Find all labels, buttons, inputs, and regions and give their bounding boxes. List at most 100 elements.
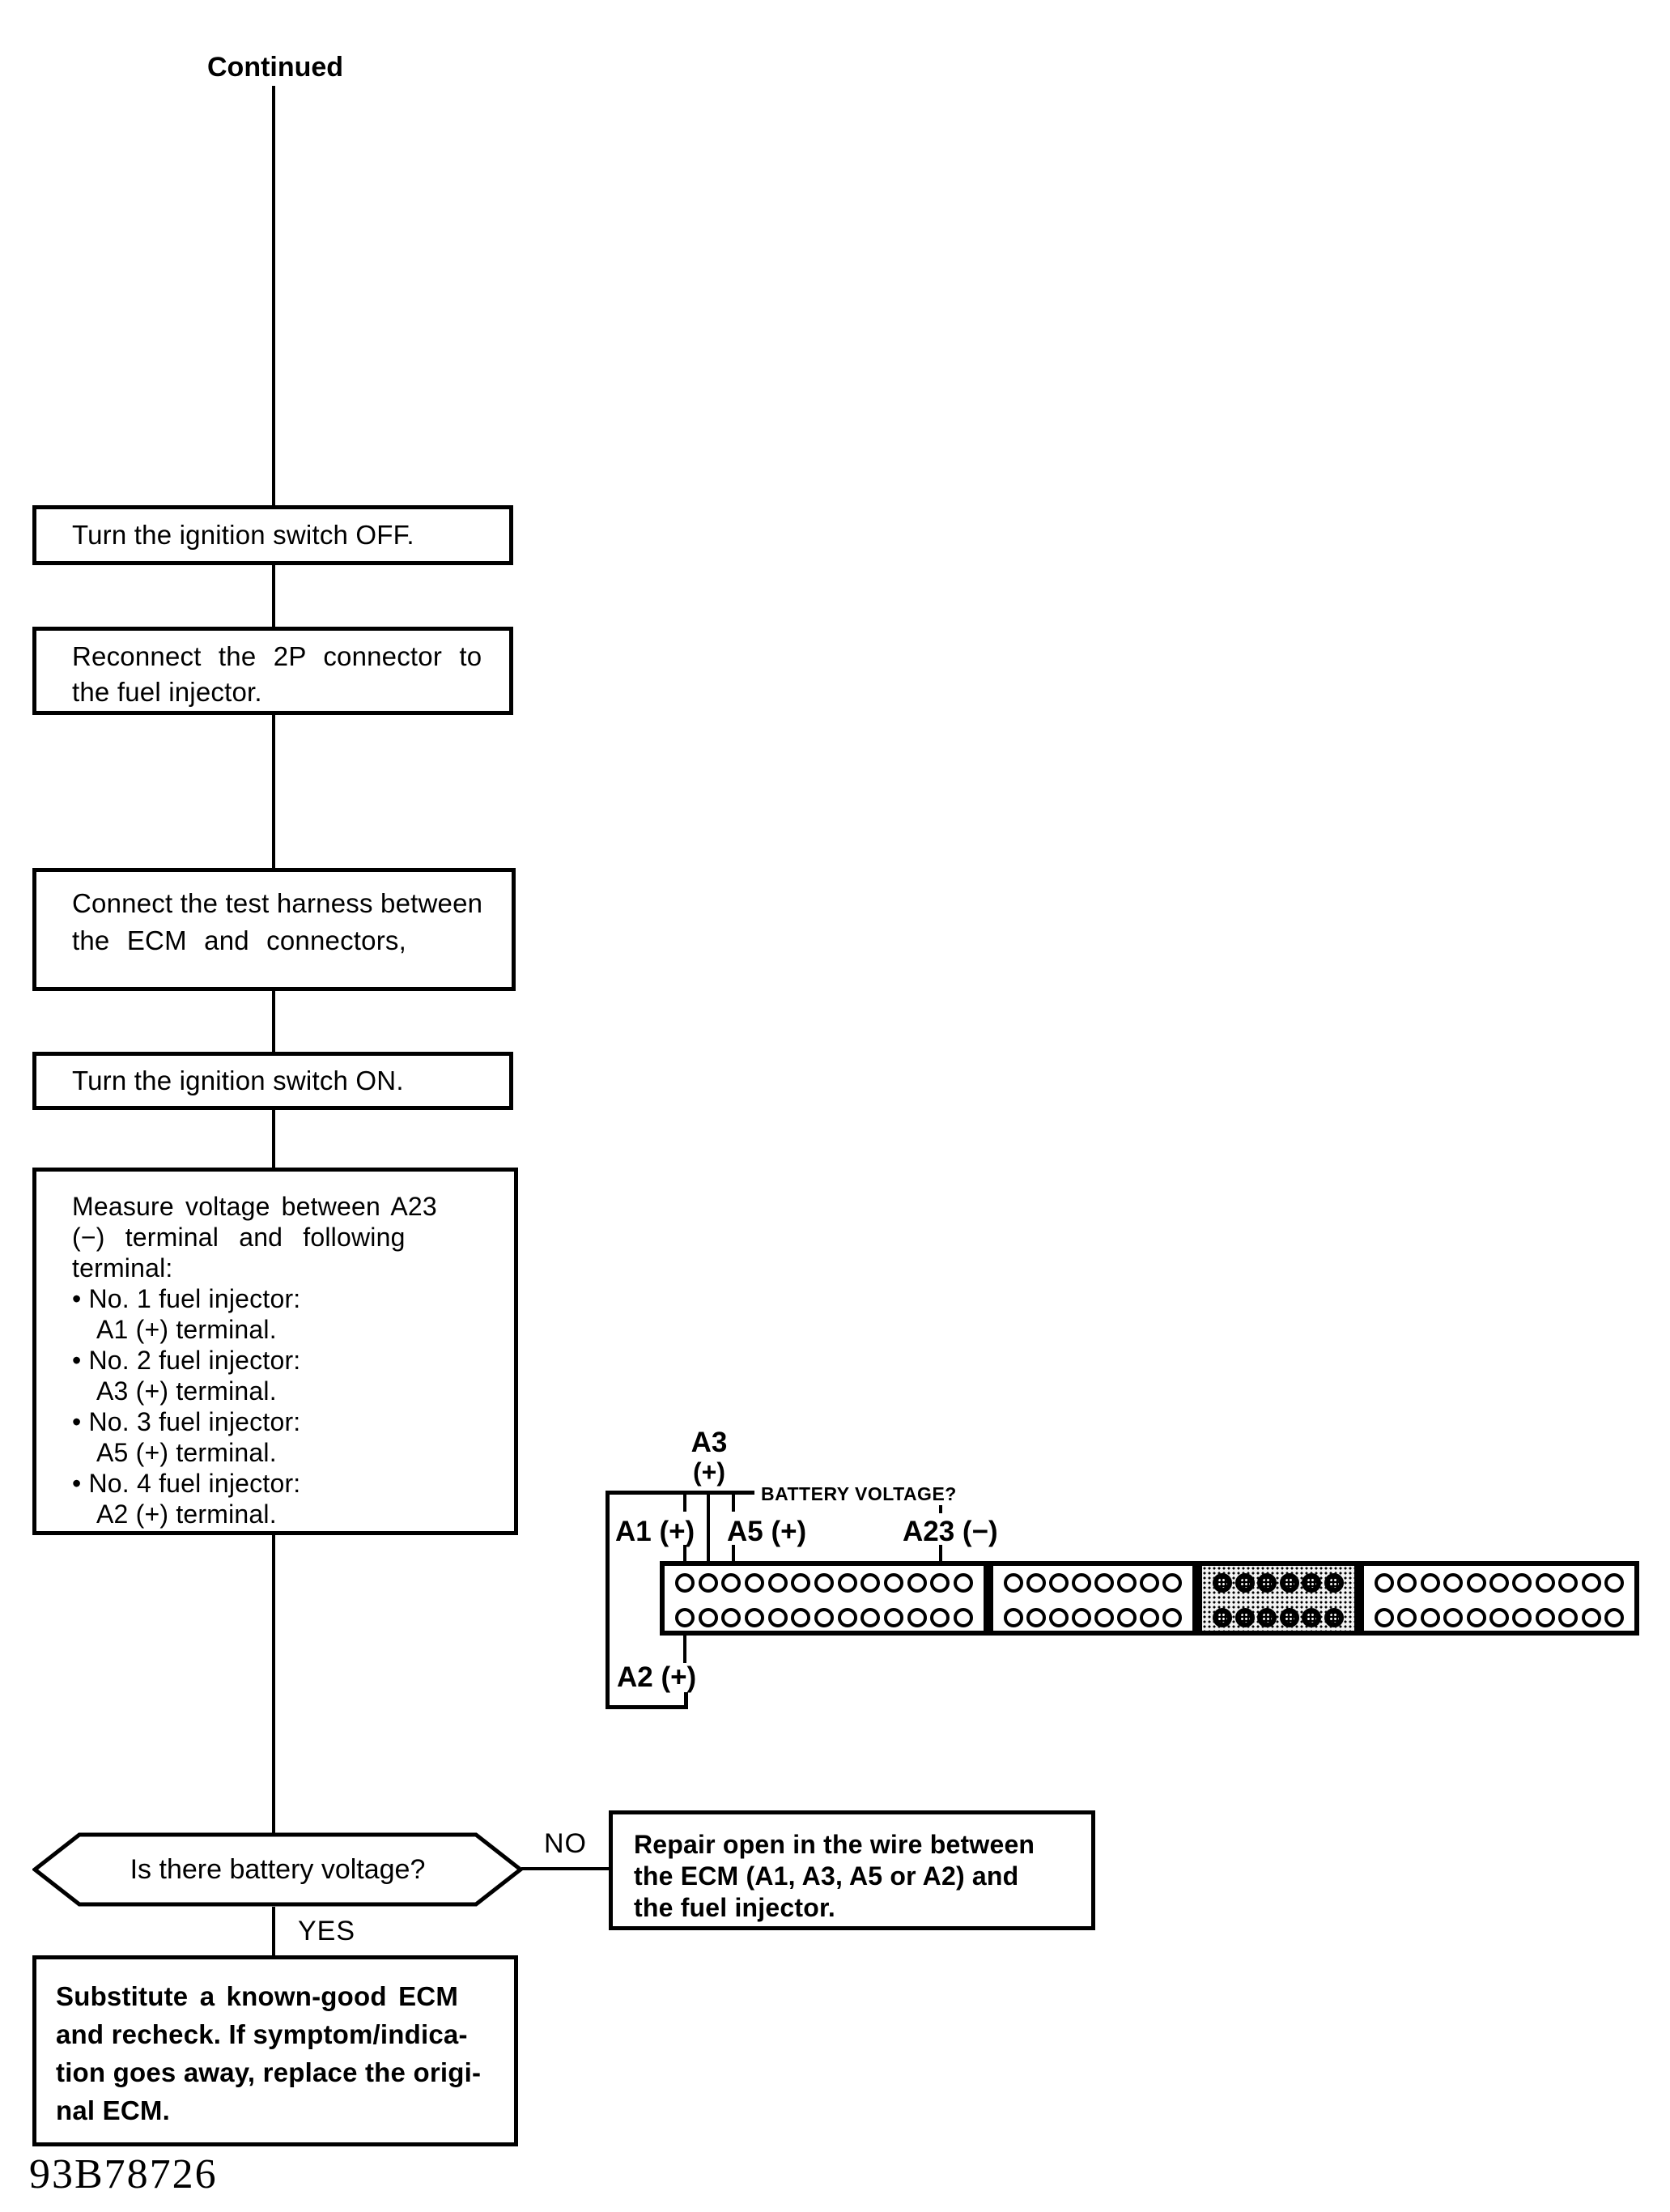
connector-pin [767, 1573, 788, 1593]
connector-pin-row [1004, 1573, 1182, 1593]
connector-pin [953, 1573, 973, 1593]
action-box-text: and recheck. If symptom/indica- [56, 2019, 468, 2049]
process-box-text: A2 (+) terminal. [96, 1499, 277, 1529]
connector-pin [814, 1608, 834, 1627]
connector-pin [1162, 1608, 1182, 1627]
a1-tick-line [683, 1491, 686, 1512]
ecm-connector-section-c [1197, 1561, 1359, 1636]
connector-pin [1094, 1573, 1114, 1593]
connector-pin [1420, 1608, 1440, 1627]
no-branch-label: NO [544, 1828, 587, 1859]
process-box-text: • No. 1 fuel injector: [72, 1284, 301, 1313]
process-box-test-harness: Connect the test harness between the ECM… [32, 868, 516, 991]
process-box-text: the ECM and connectors, [72, 925, 406, 955]
process-box-text: • No. 4 fuel injector: [72, 1469, 301, 1498]
connector-pin [1558, 1608, 1579, 1627]
connector-pin [1234, 1573, 1255, 1593]
terminal-label-a3: A3 [691, 1427, 728, 1458]
terminal-label-a23: A23 (−) [903, 1516, 998, 1547]
connector-pin [1094, 1608, 1114, 1627]
connector-pin [837, 1608, 857, 1627]
flow-line [272, 1535, 275, 1834]
connector-pin [907, 1608, 927, 1627]
process-box-text: A3 (+) terminal. [96, 1376, 277, 1406]
connector-pin [744, 1608, 764, 1627]
connector-pin [1072, 1608, 1091, 1627]
terminal-label-a3-sign: (+) [693, 1457, 725, 1487]
connector-pin [1581, 1608, 1601, 1627]
connector-pin [930, 1573, 950, 1593]
connector-pin [1604, 1608, 1624, 1627]
connector-pin [1049, 1573, 1069, 1593]
connector-pin [1397, 1608, 1417, 1627]
continued-label: Continued [207, 52, 344, 83]
connector-pin [675, 1573, 695, 1593]
connector-pin [907, 1573, 927, 1593]
ecm-connector-section-d [1359, 1561, 1639, 1636]
ecm-connector-section-a [660, 1561, 988, 1636]
connector-pin [1213, 1608, 1232, 1627]
action-box-repair-wire: Repair open in the wire between the ECM … [609, 1810, 1095, 1930]
flow-line [272, 1110, 275, 1168]
connector-pin [1257, 1608, 1277, 1627]
connector-pin [1443, 1608, 1464, 1627]
process-box-text: Connect the test harness between [72, 888, 483, 918]
connector-pin [953, 1608, 973, 1627]
connector-pin [1213, 1573, 1232, 1593]
connector-pin [1004, 1573, 1023, 1593]
process-box-ignition-off: Turn the ignition switch OFF. [32, 505, 513, 565]
connector-pin [1117, 1573, 1137, 1593]
process-box-text: • No. 2 fuel injector: [72, 1346, 301, 1375]
process-box-text: Reconnect the 2P connector to [72, 641, 482, 671]
terminal-label-a5: A5 (+) [727, 1516, 807, 1547]
connector-pin [698, 1573, 718, 1593]
connector-pin [1375, 1573, 1394, 1593]
action-box-text: Substitute a known-good ECM [56, 1981, 459, 2011]
connector-pin [744, 1573, 764, 1593]
connector-pin [1375, 1608, 1394, 1627]
connector-pin [1026, 1608, 1046, 1627]
connector-pin-row [675, 1573, 973, 1593]
connector-pin-row [1375, 1608, 1624, 1627]
a3-pin-line [707, 1491, 710, 1577]
connector-pin-row [675, 1608, 973, 1627]
process-box-text: Turn the ignition switch ON. [72, 1066, 404, 1095]
connector-pin [1324, 1608, 1344, 1627]
terminal-label-a2: A2 (+) [617, 1661, 697, 1693]
a2-bracket-left-line [606, 1491, 610, 1709]
connector-pin [930, 1608, 950, 1627]
connector-pin [814, 1573, 834, 1593]
process-box-measure-voltage: Measure voltage between A23 (−) terminal… [32, 1168, 518, 1535]
connector-pin [1466, 1608, 1486, 1627]
flow-line [272, 86, 275, 505]
document-number: 93B78726 [29, 2151, 218, 2197]
connector-pin [883, 1573, 903, 1593]
ecm-connector-section-b [988, 1561, 1197, 1636]
process-box-text: terminal: [72, 1253, 173, 1283]
connector-pin [1026, 1573, 1046, 1593]
connector-pin [791, 1573, 811, 1593]
connector-pin [791, 1608, 811, 1627]
connector-pin [1535, 1573, 1555, 1593]
connector-pin [1512, 1608, 1532, 1627]
action-box-text: tion goes away, replace the origi- [56, 2057, 482, 2087]
process-box-text: Measure voltage between A23 [72, 1192, 437, 1221]
action-box-text: the fuel injector. [634, 1893, 835, 1922]
connector-pin-row [1375, 1573, 1624, 1593]
process-box-text: (−) terminal and following [72, 1223, 406, 1252]
decision-hexagon: Is there battery voltage? [32, 1832, 523, 1907]
yes-branch-label: YES [298, 1916, 356, 1946]
connector-pin [883, 1608, 903, 1627]
connector-pin [1279, 1608, 1299, 1627]
connector-pin [1004, 1608, 1023, 1627]
connector-pin-row [1213, 1608, 1344, 1627]
process-box-text: A5 (+) terminal. [96, 1438, 277, 1467]
connector-pin [1257, 1573, 1277, 1593]
no-branch-line [521, 1867, 610, 1870]
connector-pin [1302, 1608, 1322, 1627]
process-box-text: Turn the ignition switch OFF. [72, 520, 414, 550]
connector-pin [1279, 1573, 1299, 1593]
connector-pin [721, 1608, 742, 1627]
connector-pin [1512, 1573, 1532, 1593]
